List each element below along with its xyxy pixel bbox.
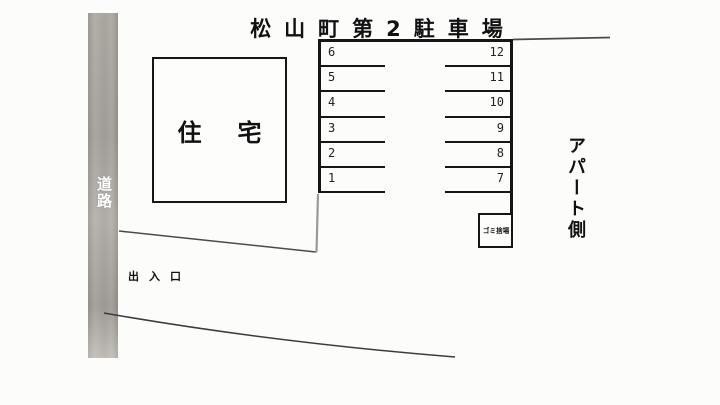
- parking-space-3: 3: [321, 118, 385, 143]
- parking-space-1: 1: [321, 168, 385, 194]
- parking-space-2: 2: [321, 143, 385, 168]
- apartment-side-label: アパート側: [565, 136, 586, 241]
- garbage-disposal-box: ゴミ捨場: [478, 213, 513, 248]
- entrance-exit-label: 出入口: [128, 270, 191, 283]
- parking-column-right: 12 11 10 9 8 7: [445, 42, 511, 194]
- residence-label: 住宅: [177, 118, 298, 147]
- road-label: 道路: [95, 176, 113, 210]
- parking-space-8: 8: [445, 143, 511, 168]
- parking-space-4: 4: [321, 92, 385, 118]
- parking-area-top-border: [318, 39, 513, 42]
- boundary-line-entrance-upper: [118, 230, 317, 253]
- road-strip: 道路: [88, 13, 118, 358]
- parking-space-9: 9: [445, 118, 511, 143]
- parking-column-left: 6 5 4 3 2 1: [318, 42, 385, 194]
- parking-space-7: 7: [445, 168, 511, 194]
- parking-space-6: 6: [321, 42, 385, 68]
- boundary-connector-vertical: [315, 193, 320, 253]
- parking-space-11: 11: [445, 67, 511, 93]
- parking-area-right-border: [510, 39, 513, 215]
- residence-building: 住宅: [152, 57, 287, 203]
- page-title: 松山町第2駐車場: [250, 17, 516, 41]
- parking-space-5: 5: [321, 67, 385, 93]
- garbage-disposal-label: ゴミ捨場: [482, 226, 509, 235]
- parking-space-10: 10: [445, 92, 511, 118]
- boundary-line-lower: [103, 312, 456, 358]
- parking-space-12: 12: [445, 42, 511, 68]
